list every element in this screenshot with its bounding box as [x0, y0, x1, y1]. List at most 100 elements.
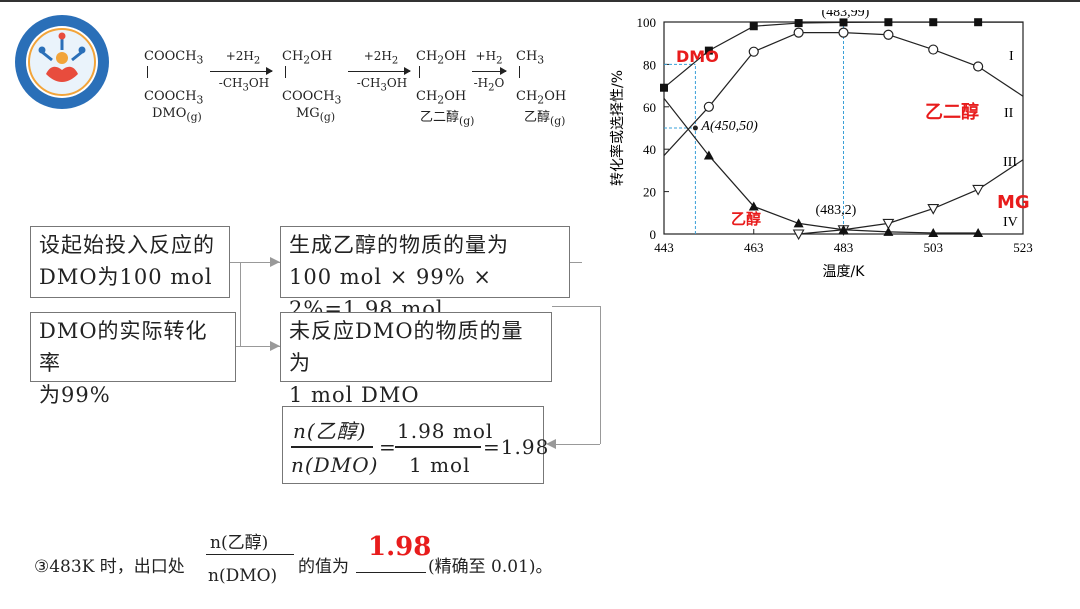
- question-middle: 的值为: [298, 557, 349, 577]
- series-name-label: 乙醇: [731, 210, 761, 228]
- dmo-label: DMO(g): [152, 106, 202, 124]
- y-axis-label: 转化率或选择性/%: [609, 70, 626, 186]
- series-name-label: MG: [997, 192, 1030, 213]
- data-point: [973, 61, 984, 72]
- formula-equals: =: [379, 435, 397, 459]
- data-point: [748, 201, 759, 211]
- top-rule: [0, 0, 1080, 2]
- connector-line: [570, 262, 582, 263]
- flow-box-unreacted-dmo: 未反应DMO的物质的量为 1 mol DMO: [280, 312, 552, 407]
- school-logo: [15, 15, 109, 109]
- x-tick-label: 503: [924, 240, 944, 255]
- flow-box-ethanol-amount: 生成乙醇的物质的量为 100 mol × 99% × 2%=1.98 mol: [280, 226, 570, 321]
- question-fraction-numerator: n(乙醇): [210, 533, 269, 553]
- data-point: [974, 18, 983, 27]
- x-tick-label: 523: [1013, 240, 1033, 255]
- y-tick-label: 100: [637, 15, 657, 30]
- annotation-point-a: A(450,50): [700, 119, 758, 134]
- connector-line: [552, 306, 600, 307]
- fraction-bar: [291, 446, 373, 448]
- data-point: [838, 27, 849, 38]
- step2-arrow: [348, 67, 411, 75]
- data-point: [792, 229, 805, 241]
- formula-lhs-denominator: n(DMO): [291, 453, 379, 477]
- data-point: [927, 204, 940, 215]
- dmo-formula: COOCH3 COOCH3: [144, 49, 204, 107]
- connector-arrow: [240, 262, 280, 263]
- connector-line: [240, 262, 241, 346]
- data-point: [660, 83, 668, 92]
- series-roman-label: II: [1004, 106, 1014, 121]
- flow-box-ratio-formula: n(乙醇) n(DMO) = 1.98 mol 1 mol =1.98: [282, 406, 548, 484]
- data-point: [882, 218, 895, 230]
- data-point: [928, 227, 939, 237]
- flow-box-initial-dmo: 设起始投入反应的 DMO为100 mol: [30, 226, 230, 298]
- bond-line: [147, 66, 148, 78]
- data-point: [703, 150, 714, 160]
- reaction-scheme: COOCH3 COOCH3 DMO(g) +2H2 -CH3OH CH2OH C…: [138, 42, 588, 132]
- bond-line: [285, 66, 286, 78]
- answer-blank: [356, 572, 426, 573]
- question-line: ③483K 时，出口处 n(乙醇) n(DMO) 的值为 1.98 (精确至 0…: [34, 528, 1034, 598]
- x-axis-label: 温度/K: [823, 264, 866, 280]
- formula-lhs-numerator: n(乙醇): [293, 419, 367, 443]
- data-point: [973, 227, 984, 237]
- data-point: [748, 46, 759, 57]
- series-roman-label: IV: [1003, 215, 1018, 230]
- data-point: [929, 18, 938, 27]
- x-tick-label: 483: [834, 240, 854, 255]
- data-point: [704, 46, 713, 55]
- ethylene-glycol-label: 乙二醇(g): [420, 110, 475, 128]
- data-point: [703, 101, 714, 112]
- connector-arrow: [240, 346, 280, 347]
- y-tick-label: 40: [643, 142, 656, 157]
- step3-condition-top: +H2: [475, 49, 503, 67]
- data-point: [793, 218, 804, 228]
- step2-condition-bottom: -CH3OH: [356, 76, 408, 94]
- series-roman-label: I: [1009, 49, 1014, 64]
- point-a-marker: [692, 125, 698, 131]
- bond-line: [519, 66, 520, 78]
- y-tick-label: 20: [643, 185, 656, 200]
- connector-line: [236, 346, 240, 347]
- answer-value: 1.98: [368, 532, 432, 562]
- annotation-483-2: (483,2): [816, 203, 857, 218]
- y-tick-label: 60: [643, 100, 656, 115]
- ethanol-formula: CH3 CH2OH: [516, 49, 567, 107]
- series-line: [798, 159, 1024, 235]
- series-name-label: DMO: [676, 47, 719, 66]
- formula-result: =1.98: [483, 435, 550, 459]
- ethanol-label: 乙醇(g): [524, 110, 566, 128]
- data-point: [928, 44, 939, 55]
- series-roman-label: III: [1003, 155, 1017, 170]
- data-point: [884, 18, 893, 27]
- mg-formula: CH2OH COOCH3: [282, 49, 342, 107]
- question-prefix: ③483K 时，出口处: [34, 557, 185, 577]
- step3-arrow: [472, 67, 507, 75]
- y-tick-label: 0: [650, 227, 657, 242]
- x-tick-label: 463: [744, 240, 764, 255]
- question-fraction-bar: [206, 554, 294, 555]
- flow-box-conversion: DMO的实际转化率 为99%: [30, 312, 236, 407]
- step3-condition-bottom: -H2O: [473, 76, 505, 94]
- step1-condition-top: +2H2: [225, 49, 261, 67]
- data-point: [883, 29, 894, 40]
- series-line: [663, 97, 979, 234]
- data-point: [839, 18, 848, 27]
- bond-line: [419, 66, 420, 78]
- annotation-483-99: (483,99): [822, 10, 870, 20]
- conversion-selectivity-chart: 443 463 483 503 523 0 20 40 60 80 100 温度/K 转化率或选择性/%…: [609, 10, 1033, 280]
- step1-condition-bottom: -CH3OH: [218, 76, 270, 94]
- connector-arrow: [548, 444, 600, 445]
- x-tick-label: 443: [654, 240, 674, 255]
- data-point: [749, 22, 758, 31]
- data-point: [972, 184, 985, 196]
- question-fraction-denominator: n(DMO): [208, 566, 278, 586]
- data-point: [794, 19, 803, 28]
- formula-rhs-numerator: 1.98 mol: [397, 419, 494, 443]
- connector-line: [600, 306, 601, 444]
- step2-condition-top: +2H2: [363, 49, 399, 67]
- step1-arrow: [210, 67, 273, 75]
- y-tick-label: 80: [643, 57, 656, 72]
- data-point: [793, 27, 804, 38]
